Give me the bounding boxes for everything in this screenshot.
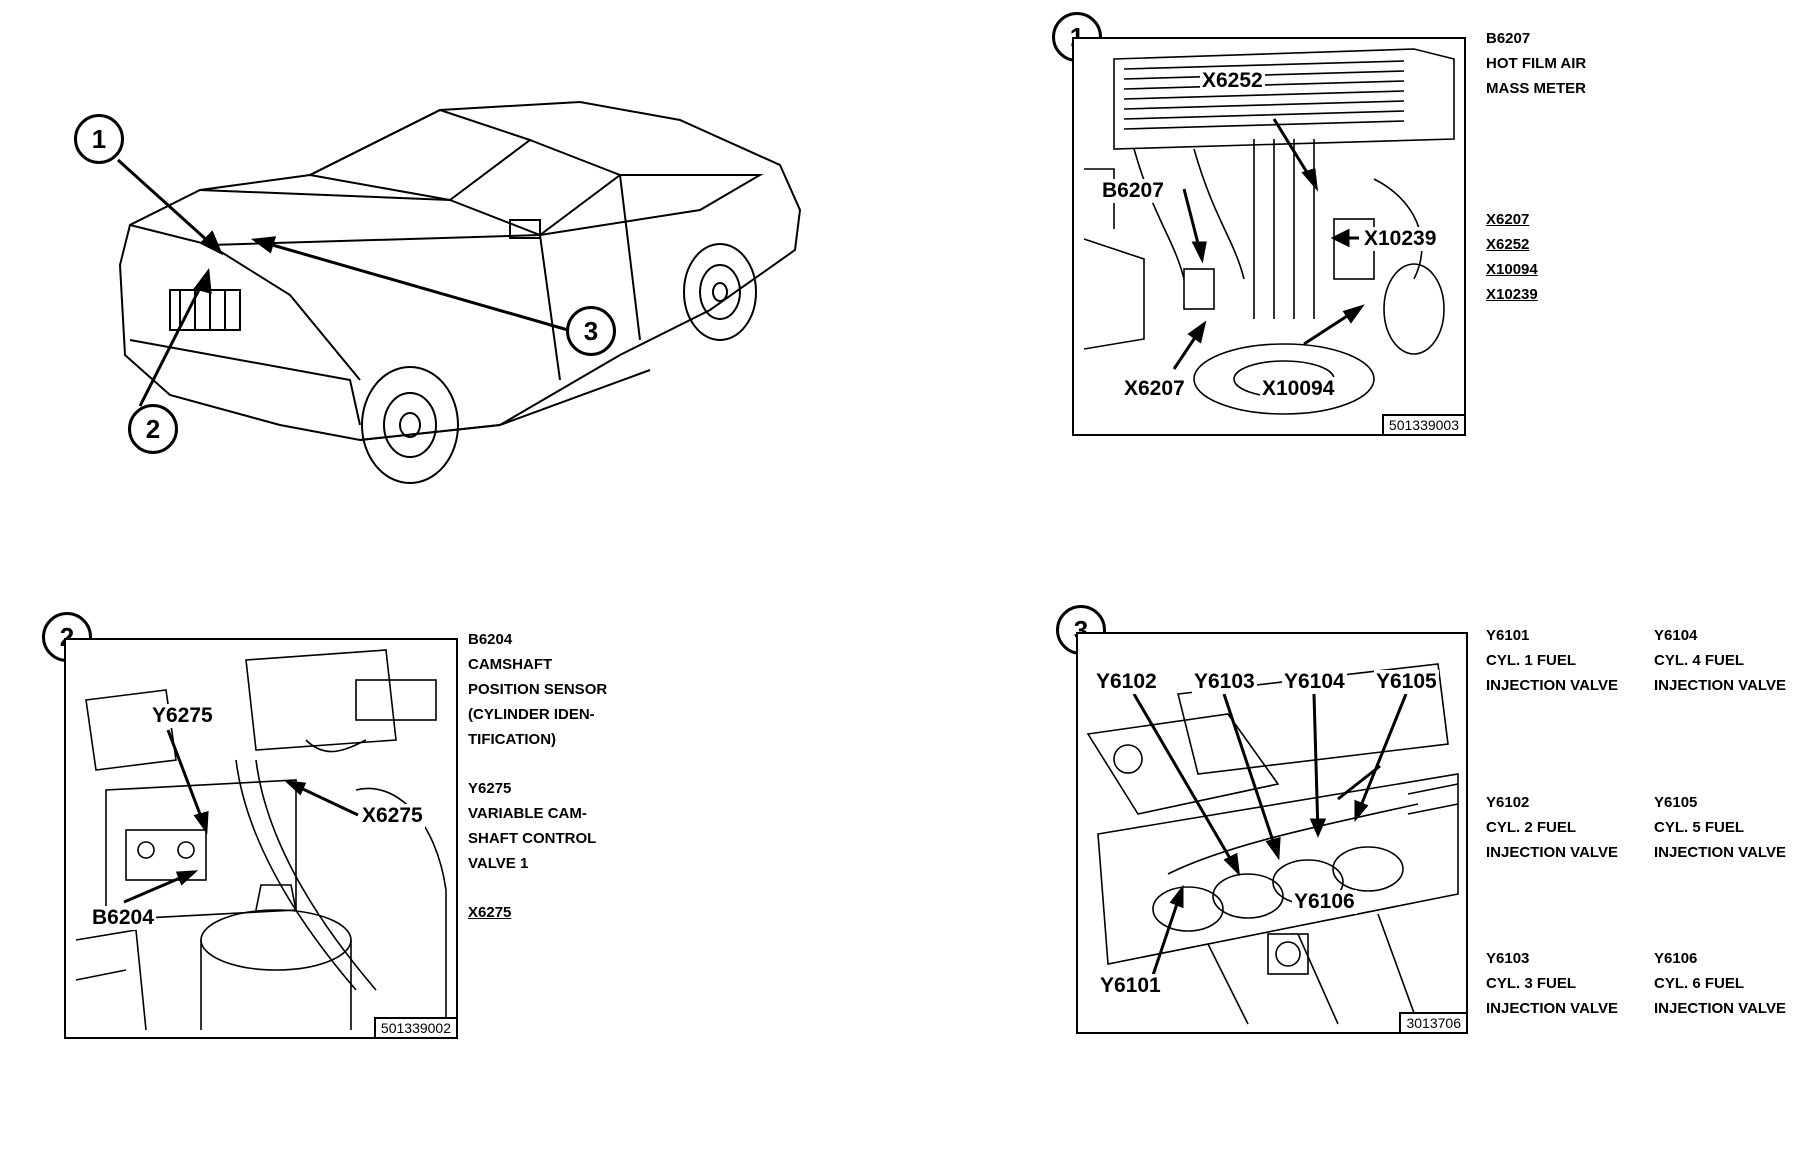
legend-line: CYL. 2 FUEL: [1486, 819, 1577, 836]
legend-code: Y6104: [1654, 627, 1698, 644]
legend-code: Y6103: [1486, 950, 1530, 967]
overview-marker-1: 1: [74, 114, 124, 164]
legend-line: INJECTION VALVE: [1654, 1000, 1786, 1017]
connector-label: X6252: [1486, 236, 1530, 253]
legend-line: INJECTION VALVE: [1654, 844, 1786, 861]
connector-label: X6275: [468, 904, 512, 921]
legend-code: B6207: [1486, 30, 1531, 47]
car-overview: 1 2 3: [60, 80, 820, 520]
panel-3-legend-item-y6104: Y6104 CYL. 4 FUEL INJECTION VALVE: [1654, 623, 1786, 698]
callout-y6105: Y6105: [1374, 670, 1439, 694]
legend-line: HOT FILM AIR: [1486, 55, 1587, 72]
legend-line: CYL. 4 FUEL: [1654, 652, 1745, 669]
callout-x6207: X6207: [1122, 377, 1187, 401]
car-illustration: [116, 100, 802, 484]
legend-line: VARIABLE CAM-: [468, 805, 587, 822]
callout-x10094: X10094: [1260, 377, 1337, 401]
callout-b6204: B6204: [90, 906, 156, 930]
legend-code: Y6106: [1654, 950, 1698, 967]
legend-code: Y6101: [1486, 627, 1530, 644]
callout-y6104: Y6104: [1282, 670, 1347, 694]
overview-marker-3: 3: [566, 306, 616, 356]
callout-y6103: Y6103: [1192, 670, 1257, 694]
panel-3-legend-item-y6105: Y6105 CYL. 5 FUEL INJECTION VALVE: [1654, 790, 1786, 865]
callout-y6106: Y6106: [1292, 890, 1357, 914]
legend-line: VALVE 1: [468, 855, 529, 872]
callout-y6102: Y6102: [1094, 670, 1159, 694]
callout-x10239: X10239: [1362, 227, 1439, 251]
connector-label: X10094: [1486, 261, 1538, 278]
panel-2-image: Y6275 X6275 B6204 501339002: [64, 638, 458, 1039]
connector-label: X6207: [1486, 211, 1530, 228]
legend-line: SHAFT CONTROL: [468, 830, 597, 847]
callout-y6101: Y6101: [1098, 974, 1163, 998]
panel-3-image: Y6102 Y6103 Y6104 Y6105 Y6106 Y6101 3013…: [1076, 632, 1468, 1034]
callout-x6252: X6252: [1200, 69, 1265, 93]
figure-id: 501339002: [373, 1017, 456, 1037]
figure-id: 3013706: [1399, 1012, 1466, 1032]
panel-3-legend-item-y6103: Y6103 CYL. 3 FUEL INJECTION VALVE: [1486, 946, 1618, 1021]
legend-code: Y6105: [1654, 794, 1698, 811]
legend-line: INJECTION VALVE: [1486, 677, 1618, 694]
legend-code: Y6275: [468, 780, 512, 797]
panel-1-image: X6252 B6207 X10239 X6207 X10094 50133900…: [1072, 37, 1466, 436]
legend-code: Y6102: [1486, 794, 1530, 811]
legend-line: CAMSHAFT: [468, 656, 553, 673]
legend-line: CYL. 6 FUEL: [1654, 975, 1745, 992]
panel-3-legend-item-y6101: Y6101 CYL. 1 FUEL INJECTION VALVE: [1486, 623, 1618, 698]
camshaft-sensor-illustration: [75, 649, 447, 1031]
callout-y6275: Y6275: [150, 704, 215, 728]
legend-line: INJECTION VALVE: [1486, 1000, 1618, 1017]
legend-line: (CYLINDER IDEN-: [468, 706, 595, 723]
legend-line: CYL. 5 FUEL: [1654, 819, 1745, 836]
panel-1-legend: B6207 HOT FILM AIR MASS METER X6207 X625…: [1486, 26, 1586, 307]
legend-line: CYL. 1 FUEL: [1486, 652, 1577, 669]
legend-code: B6204: [468, 631, 513, 648]
panel-2-legend: B6204 CAMSHAFT POSITION SENSOR (CYLINDER…: [468, 627, 607, 925]
callout-x6275: X6275: [360, 804, 425, 828]
callout-b6207: B6207: [1100, 179, 1166, 203]
figure-id: 501339003: [1381, 414, 1464, 434]
panel-3-legend-item-y6102: Y6102 CYL. 2 FUEL INJECTION VALVE: [1486, 790, 1618, 865]
overview-marker-2: 2: [128, 404, 178, 454]
legend-line: POSITION SENSOR: [468, 681, 608, 698]
legend-line: MASS METER: [1486, 80, 1587, 97]
legend-line: TIFICATION): [468, 731, 557, 748]
legend-line: INJECTION VALVE: [1654, 677, 1786, 694]
fuel-injection-valves-illustration: [1086, 663, 1459, 1025]
legend-line: CYL. 3 FUEL: [1486, 975, 1577, 992]
hot-film-air-mass-meter-illustration: [1083, 48, 1455, 415]
connector-label: X10239: [1486, 286, 1538, 303]
legend-line: INJECTION VALVE: [1486, 844, 1618, 861]
panel-3-legend-item-y6106: Y6106 CYL. 6 FUEL INJECTION VALVE: [1654, 946, 1786, 1021]
